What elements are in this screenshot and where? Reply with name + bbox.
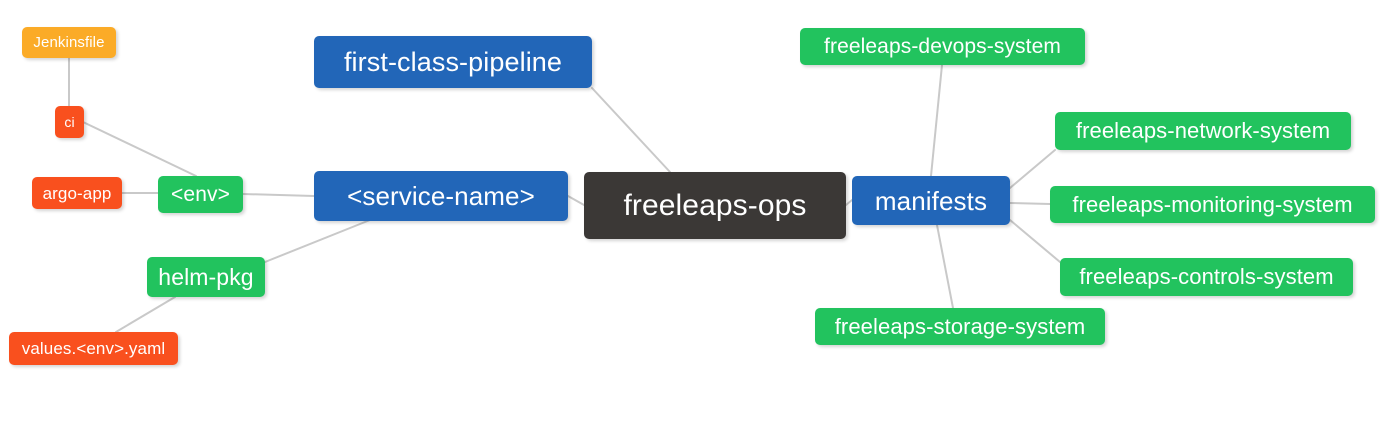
mindmap-node-devops[interactable]: freeleaps-devops-system: [800, 28, 1085, 65]
mindmap-node-argo[interactable]: argo-app: [32, 177, 122, 209]
edge-manifests-to-monitoring: [1009, 202, 1051, 205]
edge-manifests-to-controls: [1009, 219, 1061, 263]
edge-helm-to-values: [115, 296, 176, 333]
edge-manifests-to-devops: [930, 64, 943, 177]
mindmap-node-helm[interactable]: helm-pkg: [147, 257, 265, 297]
mindmap-node-env[interactable]: <env>: [158, 176, 243, 213]
mindmap-node-storage[interactable]: freeleaps-storage-system: [815, 308, 1105, 345]
edge-service-to-helm: [264, 219, 371, 263]
edge-env-to-ci: [82, 121, 197, 177]
mindmap-node-values[interactable]: values.<env>.yaml: [9, 332, 178, 365]
edge-root-to-service: [567, 195, 585, 206]
mindmap-node-controls[interactable]: freeleaps-controls-system: [1060, 258, 1353, 296]
edge-root-to-pipeline: [591, 87, 671, 173]
mindmap-node-root[interactable]: freeleaps-ops: [584, 172, 846, 239]
mindmap-node-ci[interactable]: ci: [55, 106, 84, 138]
mindmap-node-network[interactable]: freeleaps-network-system: [1055, 112, 1351, 150]
mindmap-node-monitoring[interactable]: freeleaps-monitoring-system: [1050, 186, 1375, 223]
edge-service-to-env: [242, 193, 315, 197]
edge-manifests-to-storage: [936, 224, 954, 309]
mindmap-node-service[interactable]: <service-name>: [314, 171, 568, 221]
edge-manifests-to-network: [1009, 149, 1056, 189]
mindmap-node-jenkins[interactable]: Jenkinsfile: [22, 27, 116, 58]
mindmap-node-manifests[interactable]: manifests: [852, 176, 1010, 225]
mindmap-node-pipeline[interactable]: first-class-pipeline: [314, 36, 592, 88]
